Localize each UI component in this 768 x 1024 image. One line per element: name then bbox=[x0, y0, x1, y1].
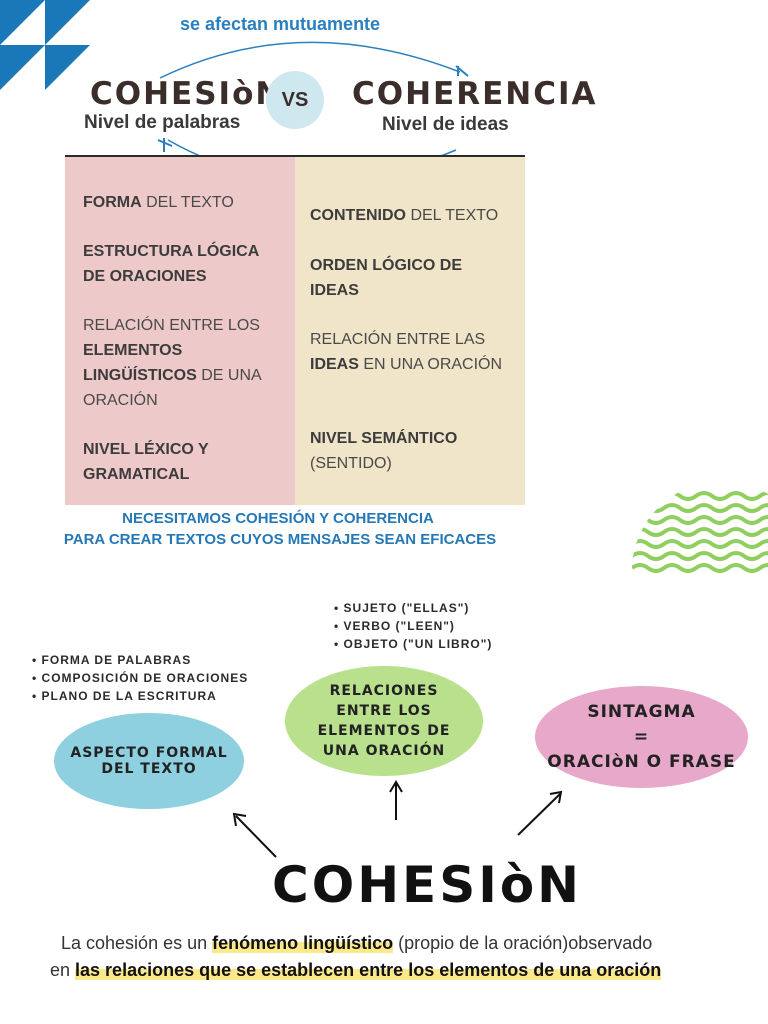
oracion-frase-label: ORACIòN O FRASE bbox=[547, 751, 736, 772]
vs-badge: VS bbox=[266, 71, 324, 129]
note-line-2: PARA CREAR TEXTOS CUYOS MENSAJES SEAN EF… bbox=[63, 531, 497, 548]
sintagma-oval: SINTAGMA = ORACIòN O FRASE bbox=[535, 686, 748, 788]
list-item: OBJETO ("UN LIBRO") bbox=[334, 635, 492, 653]
cohesion-cell-3: RELACIÓN ENTRE LOS ELEMENTOS LINGÜÍSTICO… bbox=[83, 317, 261, 409]
corner-triangles-decoration bbox=[0, 0, 90, 90]
coherencia-subtitle: Nivel de ideas bbox=[382, 114, 509, 135]
coherencia-heading: COHERENCIA bbox=[352, 76, 598, 112]
mutual-label: se afectan mutuamente bbox=[180, 14, 381, 34]
list-item: PLANO DE LA ESCRITURA bbox=[32, 687, 248, 705]
note-line-1: NECESITAMOS COHESIÓN Y COHERENCIA bbox=[122, 510, 434, 527]
cohesion-heading: COHESIòN bbox=[90, 76, 284, 112]
list-item: VERBO ("LEEN") bbox=[334, 617, 492, 635]
relaciones-label: RELACIONES ENTRE LOS ELEMENTOS DE UNA OR… bbox=[317, 683, 451, 759]
wave-decoration bbox=[632, 491, 768, 573]
definition-line-2: en las relaciones que se establecen entr… bbox=[50, 960, 662, 980]
equals-label: = bbox=[633, 726, 650, 747]
cohesion-column bbox=[65, 157, 295, 505]
cohesion-cell-2: ESTRUCTURA LÓGICA DE ORACIONES bbox=[83, 243, 259, 285]
coherencia-cell-2: ORDEN LÓGICO DE IDEAS bbox=[310, 257, 463, 299]
cohesion-main-title: COHESIòN bbox=[272, 856, 583, 914]
formal-aspect-oval: ASPECTO FORMAL DEL TEXTO bbox=[54, 713, 244, 809]
coherencia-cell-1: CONTENIDO DEL TEXTO bbox=[310, 207, 499, 224]
cohesion-cell-4: NIVEL LÉXICO Y GRAMATICAL bbox=[83, 441, 209, 483]
coherencia-cell-4: NIVEL SEMÁNTICO(SENTIDO) bbox=[310, 430, 458, 472]
concept-arrows bbox=[232, 780, 563, 858]
coherencia-cell-3: RELACIÓN ENTRE LAS IDEAS EN UNA ORACIÓN bbox=[310, 331, 503, 373]
divider-line bbox=[65, 155, 525, 157]
list-item: FORMA DE PALABRAS bbox=[32, 651, 248, 669]
cohesion-subtitle: Nivel de palabras bbox=[84, 112, 241, 133]
relaciones-oval: RELACIONES ENTRE LOS ELEMENTOS DE UNA OR… bbox=[285, 666, 483, 776]
list-item: COMPOSICIÓN DE ORACIONES bbox=[32, 669, 248, 687]
list-item: SUJETO ("ELLAS") bbox=[334, 599, 492, 617]
formal-aspect-label: ASPECTO FORMAL DEL TEXTO bbox=[70, 745, 228, 777]
cohesion-cell-1: FORMA DEL TEXTO bbox=[83, 194, 234, 211]
coherencia-column bbox=[295, 157, 525, 505]
relaciones-bullets: SUJETO ("ELLAS") VERBO ("LEEN") OBJETO (… bbox=[334, 599, 492, 653]
sintagma-label: SINTAGMA bbox=[587, 701, 696, 722]
formal-bullets: FORMA DE PALABRAS COMPOSICIÓN DE ORACION… bbox=[32, 651, 248, 705]
definition-line-1: La cohesión es un fenómeno lingüístico (… bbox=[61, 933, 653, 953]
